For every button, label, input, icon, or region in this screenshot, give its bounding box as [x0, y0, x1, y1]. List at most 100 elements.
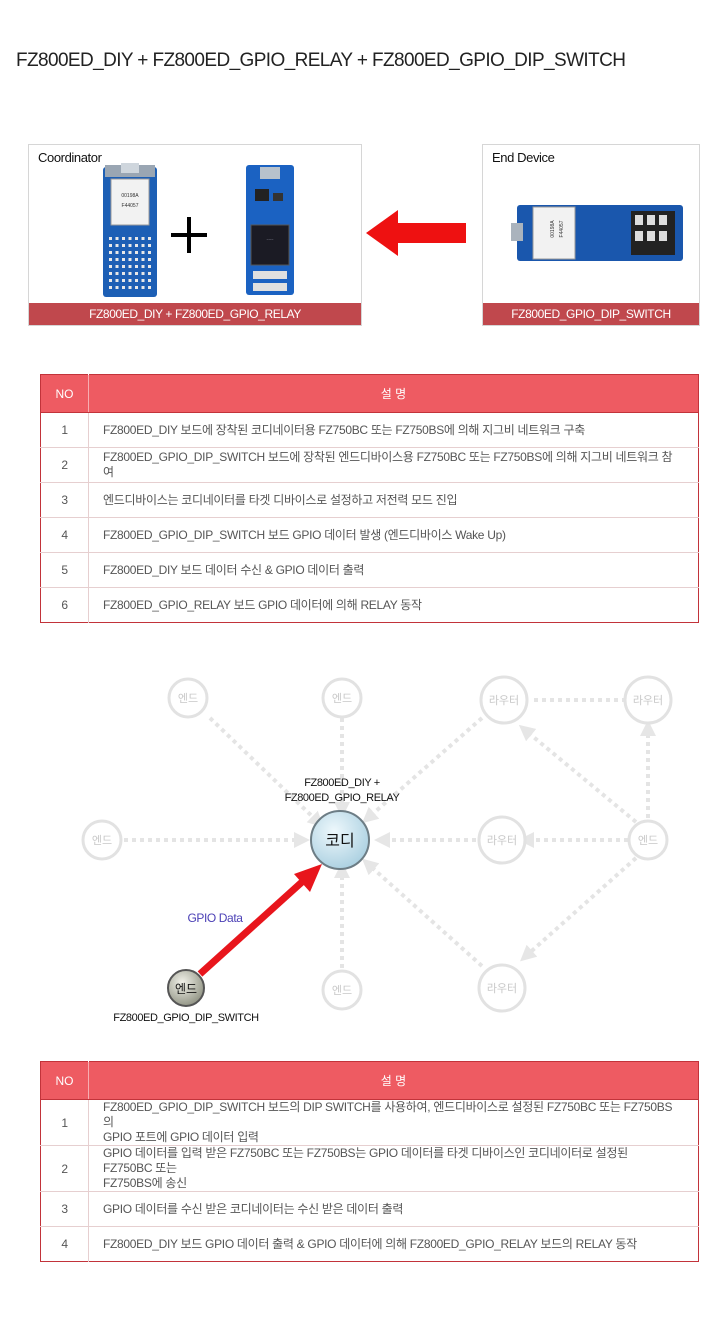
board-pad — [148, 237, 151, 240]
row-description: FZ800ED_GPIO_DIP_SWITCH 보드 GPIO 데이터 발생 (… — [88, 517, 699, 553]
board-pad — [148, 265, 151, 268]
end-node-label: 엔드 — [638, 834, 658, 847]
end-chip-label-1: 00198A — [550, 220, 556, 238]
board-pad — [122, 258, 125, 261]
row-description: GPIO 데이터를 입력 받은 FZ750BC 또는 FZ750BS는 GPIO… — [88, 1145, 699, 1192]
page-title: FZ800ED_DIY + FZ800ED_GPIO_RELAY + FZ800… — [16, 50, 626, 71]
active-end-node: 엔드 — [167, 969, 205, 1007]
board-pad — [128, 265, 132, 268]
board-pad — [135, 265, 138, 268]
faded-router-node: 라우터 — [623, 675, 673, 725]
board-pad — [141, 279, 145, 282]
board-pad — [141, 265, 145, 268]
row-description-line1: GPIO 데이터를 입력 받은 FZ750BC 또는 FZ750BS는 GPIO… — [103, 1146, 628, 1175]
row-number: 3 — [40, 482, 89, 518]
board-pad — [115, 279, 119, 282]
row-description: FZ800ED_DIY 보드 데이터 수신 & GPIO 데이터 출력 — [88, 552, 699, 588]
fz800ed-gpio-relay-board-image: ~~~ — [246, 165, 294, 295]
row-description: 엔드디바이스는 코디네이터를 타겟 디바이스로 설정하고 저전력 모드 진입 — [88, 482, 699, 518]
row-number: 2 — [40, 1145, 89, 1192]
board-pad — [135, 251, 138, 254]
board-pad — [109, 272, 112, 275]
board-pad — [115, 237, 119, 240]
board-pad — [122, 251, 125, 254]
row-description: FZ800ED_GPIO_RELAY 보드 GPIO 데이터에 의해 RELAY… — [103, 597, 422, 612]
row-number: 2 — [40, 447, 89, 483]
coordinator-caption-line1: FZ800ED_DIY + — [304, 777, 380, 789]
end-node-label: 엔드 — [178, 692, 198, 705]
board-pad — [128, 244, 132, 247]
svg-text:~~~: ~~~ — [266, 237, 274, 242]
row-number: 1 — [40, 412, 89, 448]
board-pad — [109, 244, 112, 247]
board-pad — [135, 286, 138, 289]
board-pad — [109, 237, 112, 240]
board-pad — [141, 286, 145, 289]
board-pad — [148, 244, 151, 247]
row-description: FZ800ED_GPIO_DIP_SWITCH 보드에 장착된 엔드디바이스용 … — [88, 447, 699, 483]
end-node-label: 엔드 — [332, 692, 352, 705]
coordinator-panel-title: Coordinator — [38, 150, 102, 165]
chip-label-1: 00198A — [121, 193, 139, 199]
fz800ed-diy-board-image: 00198A F44057 — [103, 163, 157, 297]
board-pad — [122, 272, 125, 275]
board-pad — [122, 279, 125, 282]
board-pad — [115, 258, 119, 261]
board-pad — [122, 265, 125, 268]
table2-header-no: NO — [40, 1061, 89, 1100]
coordinator-panel: Coordinator 00198A F44057 ~~~ FZ800ED_DI… — [28, 144, 362, 326]
board-pad — [128, 258, 132, 261]
faded-router-node: 라우터 — [479, 675, 529, 725]
board-pad — [109, 265, 112, 268]
board-pad — [141, 244, 145, 247]
row-number: 3 — [40, 1191, 89, 1227]
board-pad — [135, 237, 138, 240]
coordinator-node-label: 코디 — [325, 832, 354, 850]
board-pad — [135, 272, 138, 275]
faded-end-node: 엔드 — [627, 819, 669, 861]
board-pad — [115, 286, 119, 289]
row-number: 1 — [40, 1099, 89, 1146]
board-pad — [115, 265, 119, 268]
board-pad — [141, 272, 145, 275]
gpio-data-label: GPIO Data — [187, 911, 243, 925]
faded-end-node: 엔드 — [167, 677, 209, 719]
row-description: FZ800ED_GPIO_DIP_SWITCH 보드의 DIP SWITCH를 … — [88, 1099, 699, 1146]
router-node-label: 라우터 — [487, 982, 517, 995]
board-pad — [148, 272, 151, 275]
end-node-label: 엔드 — [332, 984, 352, 997]
table-row: 6 FZ800ED_GPIO_RELAY 보드 GPIO 데이터에 의해 RELA… — [40, 587, 699, 623]
board-pad — [141, 258, 145, 261]
board-pad — [122, 286, 125, 289]
faded-router-node: 라우터 — [477, 963, 527, 1013]
end-chip-label-2: F44057 — [559, 220, 565, 237]
board-pad — [148, 251, 151, 254]
router-node-label: 라우터 — [633, 694, 663, 707]
fz800ed-gpio-dip-switch-board-image: 00198A F44057 — [511, 205, 683, 261]
end-device-panel: End Device 00198A F44057 FZ800ED_GPIO_DI… — [482, 144, 700, 326]
board-pad — [141, 237, 145, 240]
board-pad — [109, 258, 112, 261]
faded-end-node: 엔드 — [321, 677, 363, 719]
board-pad — [128, 237, 132, 240]
table2-header-desc: 설 명 — [88, 1061, 699, 1100]
table-row: 2 GPIO 데이터를 입력 받은 FZ750BC 또는 FZ750BS는 GPI… — [40, 1145, 699, 1192]
board-pad — [122, 237, 125, 240]
gpio-data-arrow — [197, 864, 322, 977]
end-device-panel-caption: FZ800ED_GPIO_DIP_SWITCH — [483, 303, 699, 325]
board-pad — [122, 244, 125, 247]
board-pad — [109, 286, 112, 289]
coordinator-node: 코디 — [310, 810, 370, 870]
table1-header-no: NO — [40, 374, 89, 413]
row-number: 6 — [40, 587, 89, 623]
board-pad — [128, 251, 132, 254]
router-node-label: 라우터 — [489, 694, 519, 707]
active-end-caption: FZ800ED_GPIO_DIP_SWITCH — [113, 1012, 259, 1024]
coordinator-caption-line2: FZ800ED_GPIO_RELAY — [285, 792, 401, 804]
